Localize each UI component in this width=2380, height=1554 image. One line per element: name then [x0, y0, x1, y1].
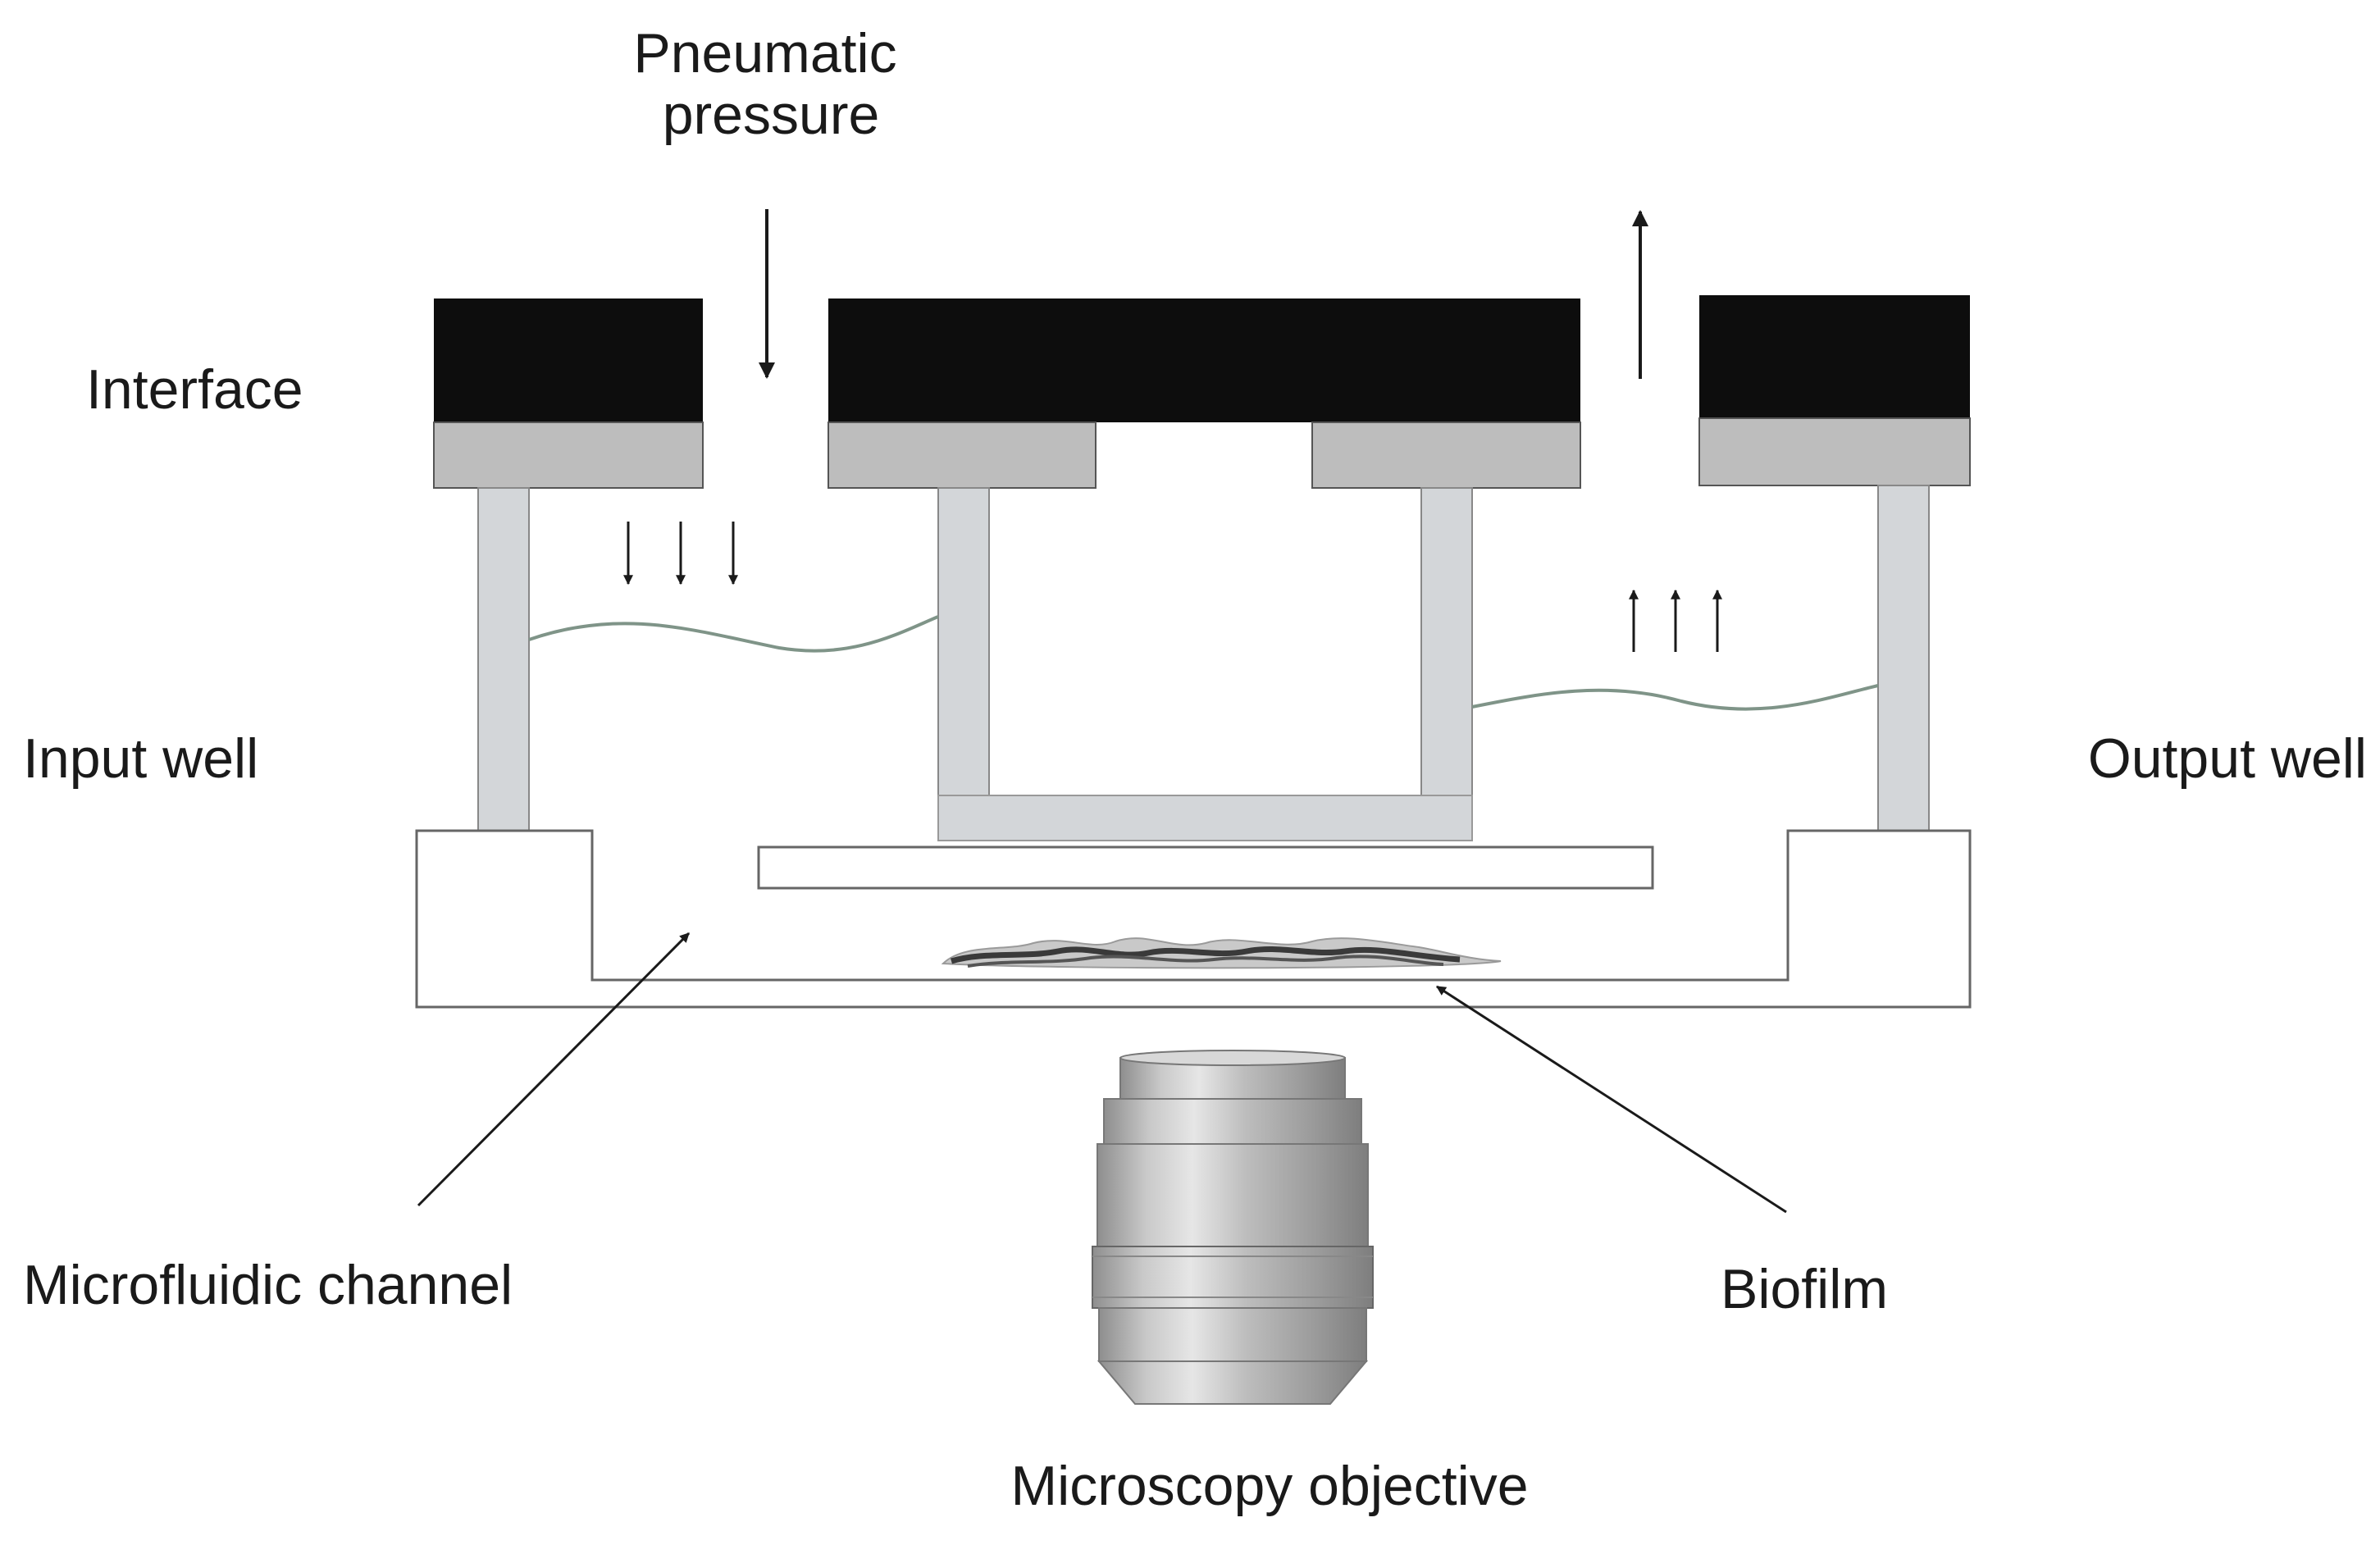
pneumatic-pressure-label-line1: Pneumatic	[633, 22, 896, 84]
input-well-inner-wall	[937, 487, 990, 833]
input-well-label: Input well	[23, 727, 258, 790]
gasket-right	[1698, 417, 1971, 486]
interface-label: Interface	[86, 358, 303, 421]
interface-block-left	[434, 298, 703, 422]
biofilm-label: Biofilm	[1721, 1258, 1888, 1320]
output-well-outer-wall	[1877, 485, 1930, 832]
output-well-inner-wall	[1420, 487, 1473, 833]
input-flow-arrows	[623, 522, 738, 586]
biofilm-pointer	[1435, 985, 1787, 1214]
input-well-liquid-level	[528, 615, 939, 653]
chip-cover-slab	[757, 845, 1654, 890]
biofilm-layer	[941, 937, 1502, 969]
gasket-center-left	[828, 422, 1097, 489]
gasket-center-right	[1311, 422, 1581, 489]
output-well-label: Output well	[2088, 727, 2367, 790]
microfluidic-channel-pointer	[417, 932, 691, 1207]
output-flow-arrows	[1629, 589, 1722, 652]
gasket-left	[433, 422, 704, 489]
input-well-outer-wall	[477, 487, 530, 832]
microscope-objective	[1092, 1050, 1374, 1405]
interface-block-right	[1699, 295, 1970, 418]
pneumatic-pressure-label-line2: pressure	[663, 84, 880, 146]
microscopy-objective-label: Microscopy objective	[1010, 1455, 1528, 1517]
output-well-liquid-level	[1471, 684, 1879, 711]
microfluidic-channel-label: Microfluidic channel	[23, 1254, 513, 1316]
microfluidic-chip-body	[415, 829, 1972, 1009]
interface-block-center	[828, 298, 1580, 422]
center-block-base	[937, 795, 1473, 841]
